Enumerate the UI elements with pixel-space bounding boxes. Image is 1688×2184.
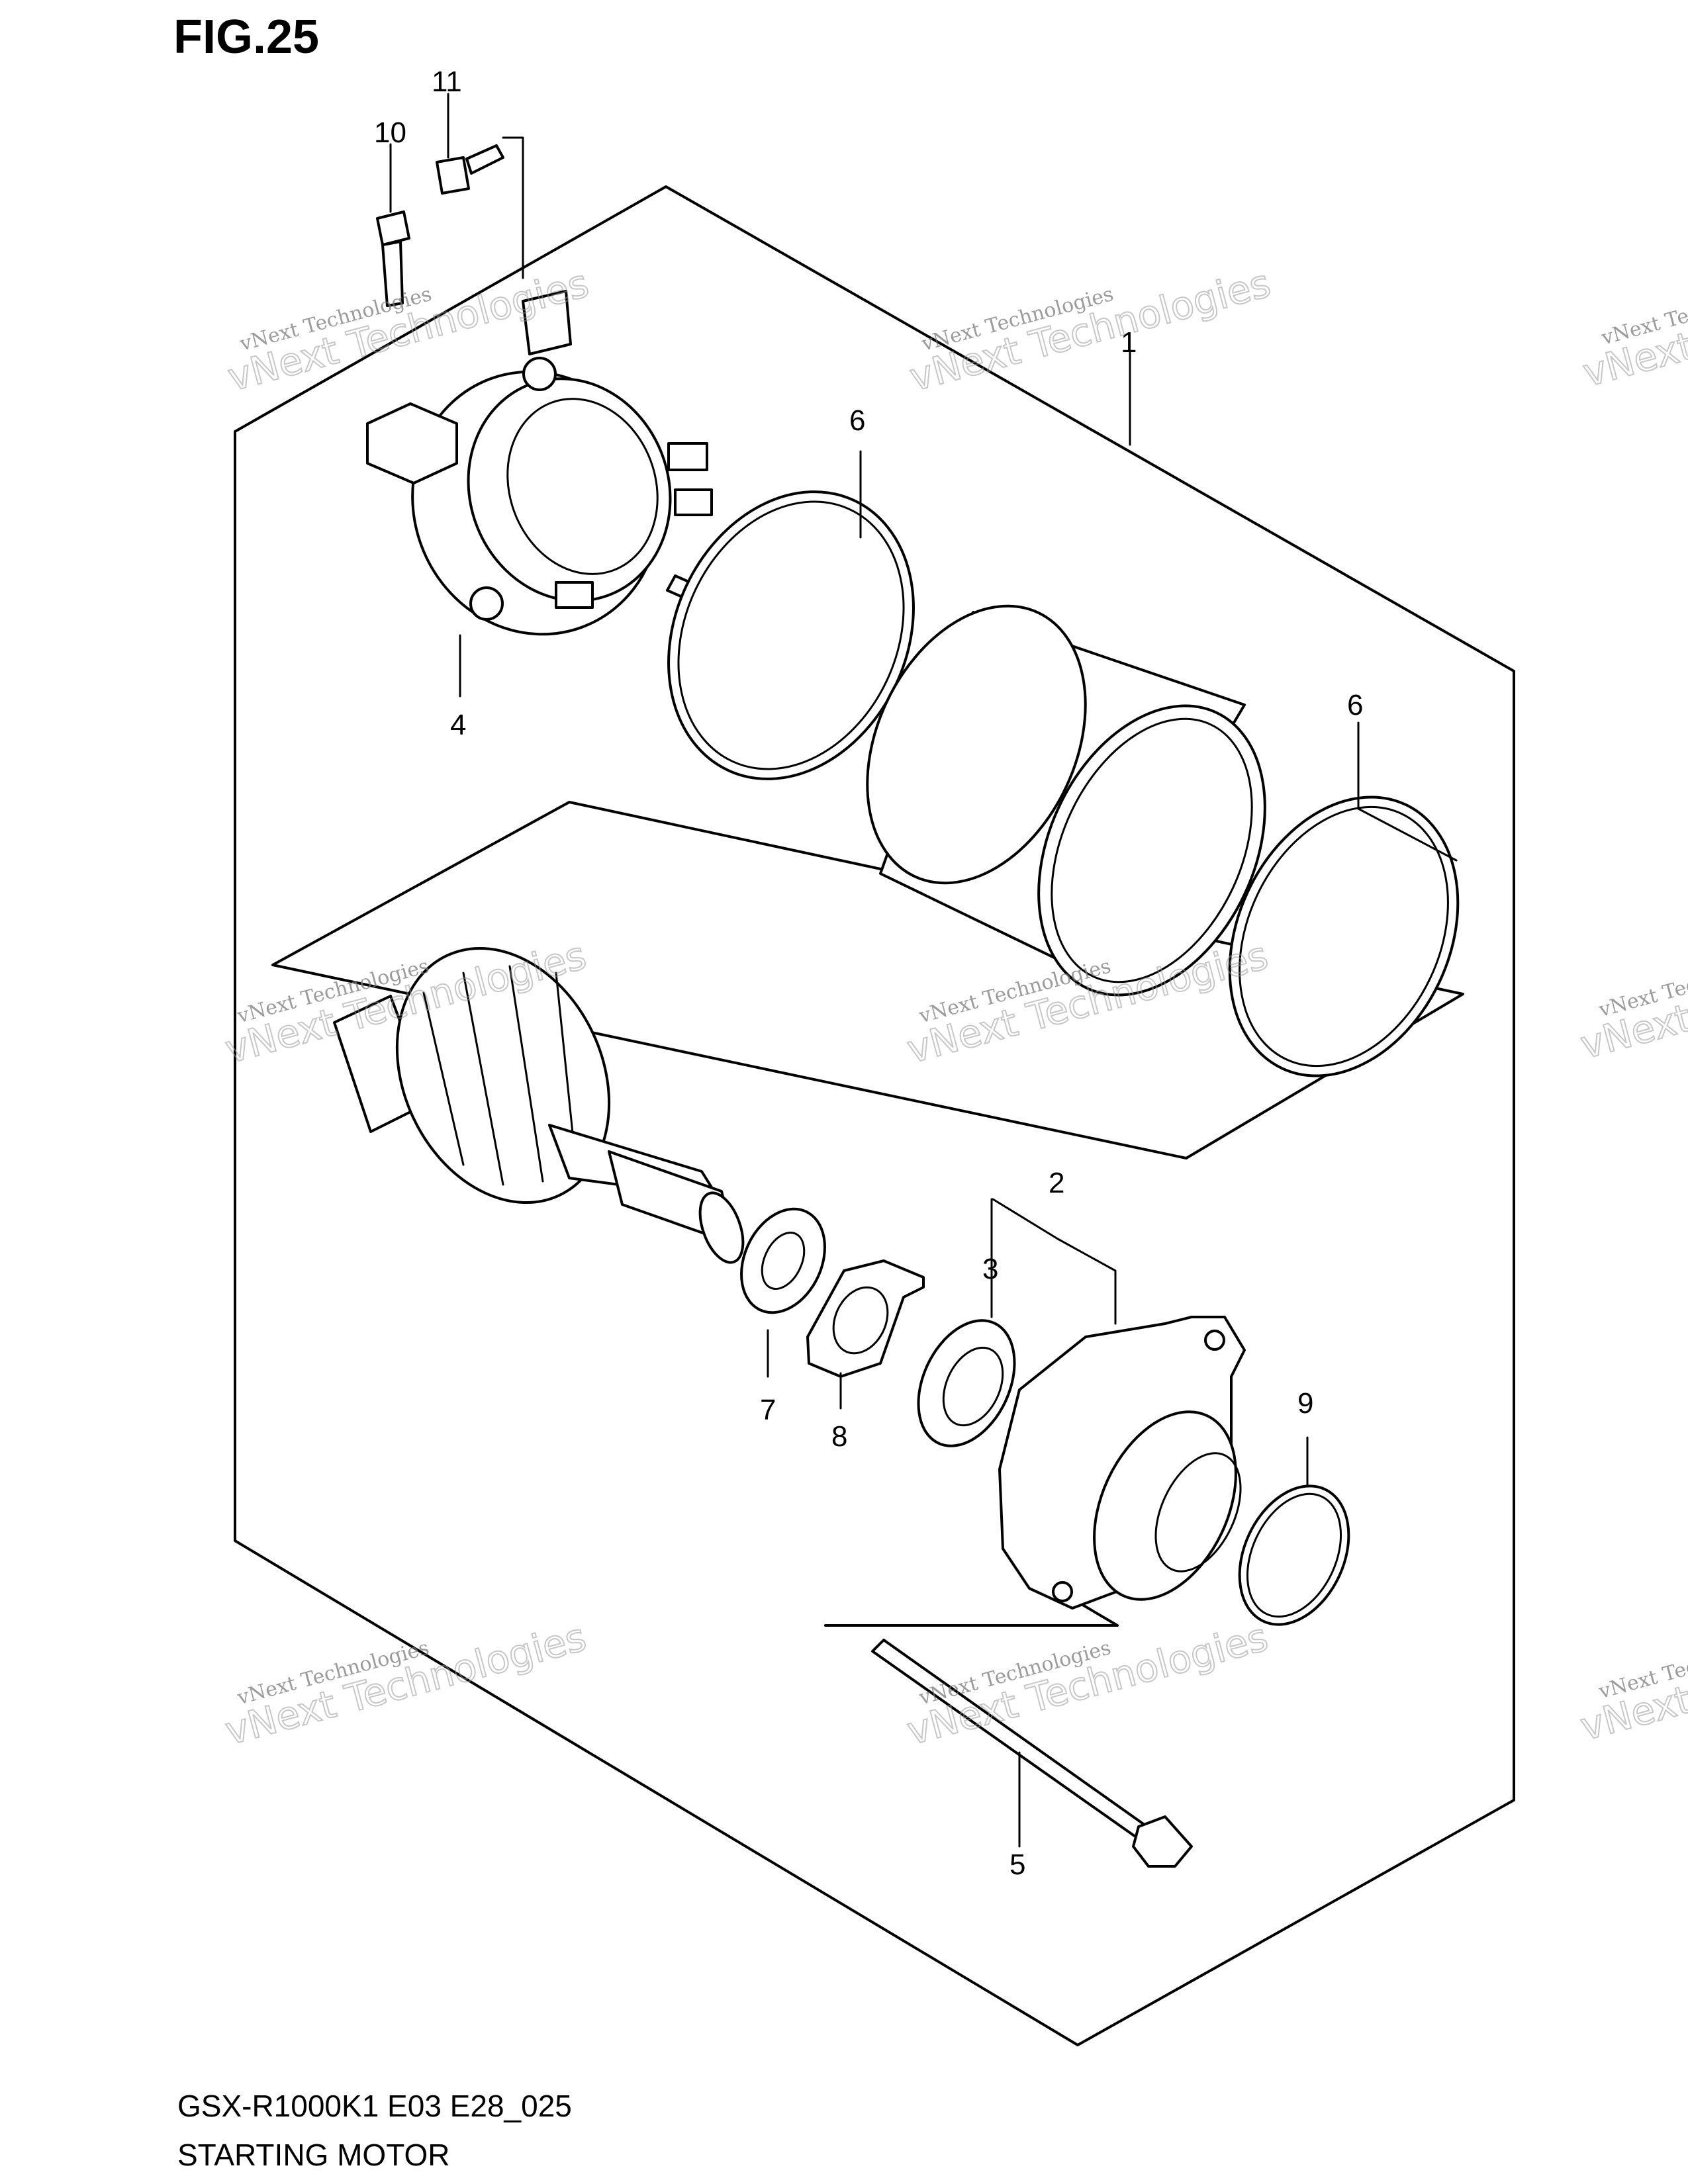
- washer-7: [740, 1207, 826, 1314]
- callout-9: 9: [1297, 1387, 1313, 1420]
- callout-1: 1: [1121, 326, 1137, 359]
- callout-8: 8: [831, 1420, 847, 1453]
- watermark-bottom-center: vNext Technologies vNext Technologies: [902, 1614, 1273, 1754]
- o-ring-6-upper: [667, 490, 915, 780]
- o-ring-9: [1238, 1484, 1350, 1626]
- watermark-bottom-left: vNext Technologies vNext Technologies: [220, 1614, 591, 1754]
- section-name: STARTING MOTOR: [177, 2138, 449, 2172]
- callout-11: 11: [432, 66, 462, 98]
- watermark-bottom-right: vNext Technologies vNext Technologies: [1575, 1609, 1688, 1750]
- armature-group-frame: [271, 801, 1464, 1160]
- lock-washer-8: [806, 1259, 925, 1378]
- callout-6-lower: 6: [1347, 689, 1363, 721]
- callout-4: 4: [450, 709, 466, 741]
- callout-3: 3: [982, 1253, 998, 1285]
- leader-lines: [389, 93, 1458, 1848]
- bolt-10: [376, 210, 410, 307]
- callout-2: 2: [1049, 1167, 1064, 1199]
- housing-end-2: [998, 1316, 1246, 1610]
- oil-seal-3: [917, 1319, 1016, 1447]
- callout-6-upper: 6: [849, 404, 865, 437]
- armature: [333, 946, 745, 1264]
- callout-10: 10: [374, 116, 406, 149]
- watermark-mid-right: vNext Technologies vNext Technologies: [1575, 927, 1688, 1068]
- callout-labels: 1 2 3 4 5 6 6 7 8 9 10 11: [374, 66, 1363, 1881]
- yoke-housing: [866, 604, 1266, 997]
- figure-title: FIG.25: [173, 11, 319, 64]
- watermark-top-center: vNext Technologies vNext Technologies: [904, 260, 1276, 401]
- assembly-frame: [234, 185, 1515, 2046]
- callout-7: 7: [760, 1394, 776, 1426]
- watermark-top-right: vNext Technologies vNext Technologies: [1577, 255, 1688, 396]
- screw-11: [436, 144, 504, 195]
- brush-holder-cover: [366, 290, 713, 636]
- callout-5: 5: [1009, 1848, 1025, 1881]
- model-code: GSX-R1000K1 E03 E28_025: [177, 2089, 572, 2123]
- bolt-5: [871, 1639, 1193, 1868]
- o-ring-6-lower: [1228, 796, 1460, 1077]
